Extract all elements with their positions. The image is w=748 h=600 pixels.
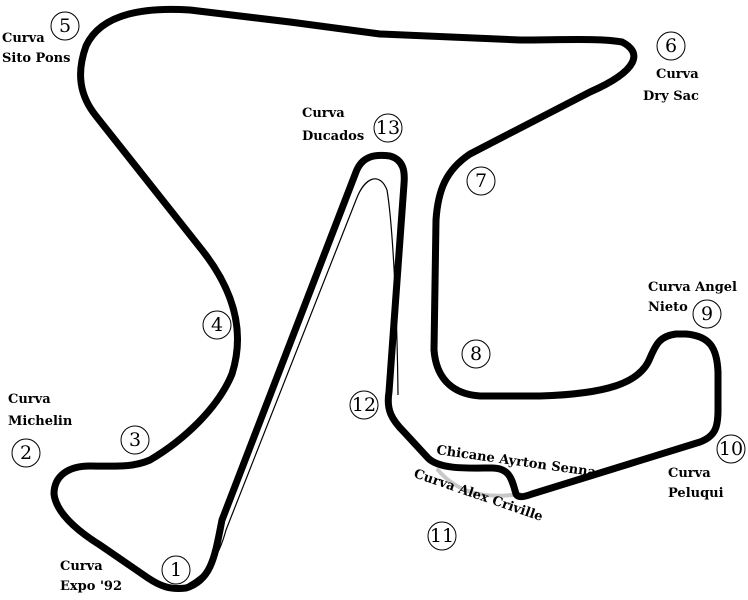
- turn-9-name: Curva Angel Nieto: [648, 280, 742, 315]
- turn-number-circle: [461, 339, 491, 369]
- turn-marker-9: 9: [692, 299, 722, 329]
- turn-number-circle: [656, 31, 686, 61]
- turn-number: 13: [376, 117, 400, 139]
- turn-number: 11: [430, 525, 454, 547]
- turn-number: 5: [59, 15, 71, 37]
- turn-number: 2: [20, 442, 32, 464]
- turn-marker-3: 3: [120, 425, 150, 455]
- turn-number: 12: [352, 394, 376, 416]
- track-outline: [50, 5, 722, 592]
- chicane-name: Chicane Ayrton Senna: [435, 443, 597, 480]
- turn-number-circle: [120, 425, 150, 455]
- turn-marker-4: 4: [202, 310, 232, 340]
- turn-6-name: Curva Dry Sac: [643, 67, 703, 104]
- turn-number-circle: [11, 438, 41, 468]
- turn-number: 1: [170, 559, 182, 581]
- turn-marker-2: 2: [11, 438, 41, 468]
- turn-number-circle: [349, 390, 379, 420]
- turn-5-name: Curva Sito Pons: [2, 31, 70, 66]
- turn-number: 7: [475, 170, 487, 192]
- alternate-chicane-section: [436, 468, 522, 498]
- turn-number: 3: [129, 429, 141, 451]
- turn-marker-7: 7: [466, 166, 496, 196]
- turn-marker-6: 6: [656, 31, 686, 61]
- turn-number-circle: [466, 166, 496, 196]
- turn-number: 6: [665, 35, 677, 57]
- turn-number: 4: [211, 314, 223, 336]
- turn-1-name: Curva Expo '92: [60, 559, 122, 594]
- turn-10-name: Curva Peluqui: [668, 466, 724, 501]
- turn-number-circle: [427, 521, 457, 551]
- turn-number: 9: [701, 303, 713, 325]
- turn-2-name: Curva Michelin: [8, 392, 73, 429]
- turn-number: 10: [719, 438, 743, 460]
- turn-marker-11: 11: [427, 521, 457, 551]
- turn-marker-10: 10: [716, 434, 746, 464]
- turn-number: 8: [470, 343, 482, 365]
- turn-marker-8: 8: [461, 339, 491, 369]
- turn-13-name: Curva Ducados: [302, 106, 364, 144]
- turn-number-circle: [716, 434, 746, 464]
- turn-number-circle: [373, 113, 403, 143]
- turn-marker-5: 5: [50, 11, 80, 41]
- turn-number-circle: [50, 11, 80, 41]
- turn-number-circle: [692, 299, 722, 329]
- turn-marker-13: 13: [373, 113, 403, 143]
- turn-number-circle: [202, 310, 232, 340]
- turn-marker-1: 1: [161, 555, 191, 585]
- turn-number-circle: [161, 555, 191, 585]
- turn-marker-12: 12: [349, 390, 379, 420]
